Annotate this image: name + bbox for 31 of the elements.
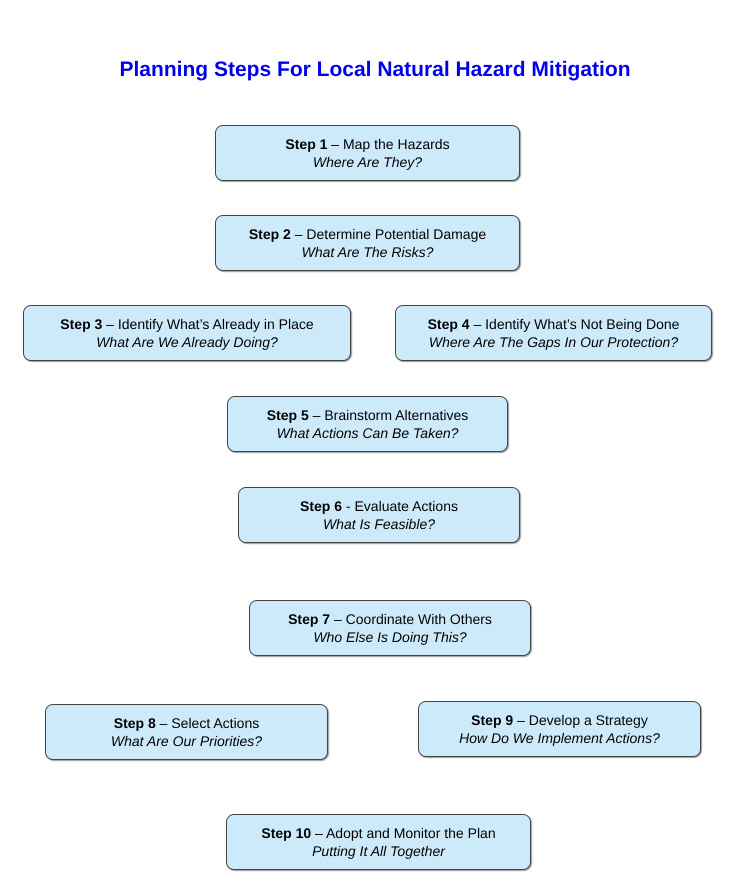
step-question: Where Are They? [312,153,422,171]
step-question: What Are Our Priorities? [110,732,262,750]
step-heading: Step 6 - Evaluate Actions [300,497,458,515]
step-box [23,305,351,361]
step-question: How Do We Implement Actions? [459,729,660,747]
step-box [249,600,531,656]
step-question: What Are We Already Doing? [96,333,278,351]
step-heading: Step 1 – Map the Hazards [285,135,450,153]
step-heading: Step 10 – Adopt and Monitor the Plan [261,824,496,842]
step-heading: Step 4 – Identify What’s Not Being Done [428,315,680,333]
step-heading: Step 3 – Identify What’s Already in Place [60,315,314,333]
step-question: Putting It All Together [312,842,445,860]
step-box [45,704,328,760]
step-box [227,396,508,452]
step-question: What Actions Can Be Taken? [276,424,458,442]
diagram-title: Planning Steps For Local Natural Hazard Mitigation [118,58,632,82]
step-box [238,487,520,543]
step-heading: Step 5 – Brainstorm Alternatives [266,406,468,424]
step-question: Who Else Is Doing This? [313,628,467,646]
step-question: What Is Feasible? [322,515,436,533]
step-box [215,215,520,271]
step-heading: Step 7 – Coordinate With Others [288,610,492,628]
step-box [226,814,531,870]
step-box [418,701,701,757]
step-heading: Step 8 – Select Actions [114,714,260,732]
step-question: Where Are The Gaps In Our Protection? [428,333,678,351]
step-question: What Are The Risks? [302,243,434,261]
step-box [395,305,712,361]
step-heading: Step 9 – Develop a Strategy [471,711,648,729]
step-heading: Step 2 – Determine Potential Damage [248,225,486,243]
step-box [215,125,520,181]
